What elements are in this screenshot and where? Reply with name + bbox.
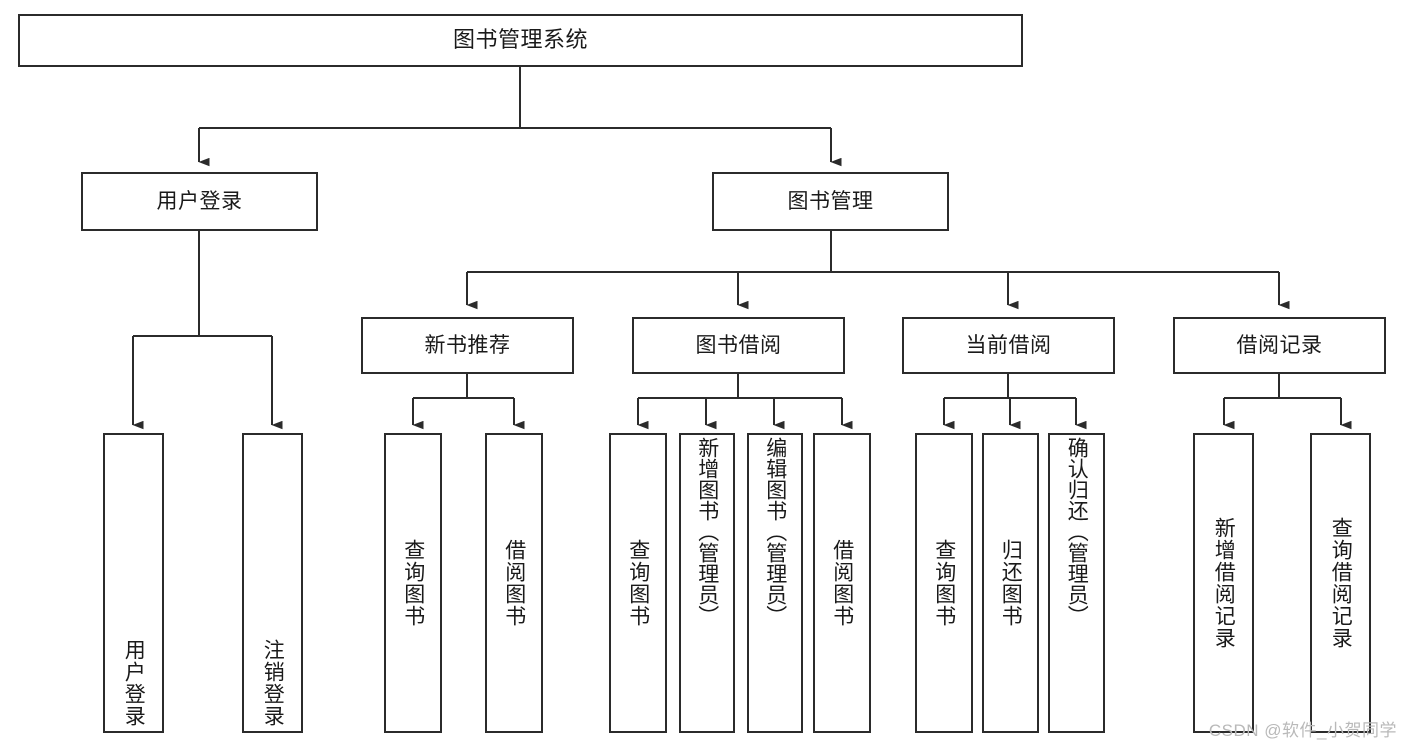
node-book-borrow[interactable]: 图书借阅 [632,317,845,374]
node-user-login-label: 用户登录 [156,189,243,213]
watermark: CSDN @软件_小贺同学 [1208,721,1397,740]
leaf-query-book-2-label: 查询图书 [626,539,650,627]
leaf-query-book-1[interactable]: 查询图书 [384,433,442,733]
node-new-book-recommend[interactable]: 新书推荐 [361,317,574,374]
leaf-borrow-book-1-label: 借阅图书 [502,539,526,627]
leaf-edit-book[interactable]: 编辑图书（管理员） [747,433,803,733]
node-borrow-record-label: 借阅记录 [1236,333,1323,357]
node-root-label: 图书管理系统 [452,27,588,53]
leaf-user-login[interactable]: 用户登录 [103,433,164,733]
leaf-query-book-1-label: 查询图书 [401,539,425,627]
leaf-add-record-label: 新增借阅记录 [1212,517,1236,649]
leaf-add-book[interactable]: 新增图书（管理员） [679,433,735,733]
node-book-management[interactable]: 图书管理 [712,172,949,231]
leaf-return-book[interactable]: 归还图书 [982,433,1039,733]
leaf-logout-login-label: 注销登录 [261,639,285,727]
node-new-book-recommend-label: 新书推荐 [424,333,511,357]
leaf-query-book-2[interactable]: 查询图书 [609,433,667,733]
leaf-confirm-return-label: 确认归还（管理员） [1065,437,1089,626]
leaf-return-book-label: 归还图书 [999,539,1023,627]
node-root[interactable]: 图书管理系统 [18,14,1023,67]
node-current-borrow[interactable]: 当前借阅 [902,317,1115,374]
leaf-query-record[interactable]: 查询借阅记录 [1310,433,1371,733]
leaf-add-book-label: 新增图书（管理员） [695,437,719,626]
leaf-logout-login[interactable]: 注销登录 [242,433,303,733]
node-current-borrow-label: 当前借阅 [965,333,1052,357]
node-user-login[interactable]: 用户登录 [81,172,318,231]
node-book-borrow-label: 图书借阅 [695,333,782,357]
leaf-borrow-book-2[interactable]: 借阅图书 [813,433,871,733]
leaf-borrow-book-1[interactable]: 借阅图书 [485,433,543,733]
leaf-query-record-label: 查询借阅记录 [1329,517,1353,649]
leaf-user-login-label: 用户登录 [122,639,146,727]
leaf-borrow-book-2-label: 借阅图书 [830,539,854,627]
leaf-query-book-3-label: 查询图书 [932,539,956,627]
leaf-add-record[interactable]: 新增借阅记录 [1193,433,1254,733]
leaf-edit-book-label: 编辑图书（管理员） [763,437,787,626]
leaf-query-book-3[interactable]: 查询图书 [915,433,973,733]
leaf-confirm-return[interactable]: 确认归还（管理员） [1048,433,1105,733]
node-borrow-record[interactable]: 借阅记录 [1173,317,1386,374]
node-book-management-label: 图书管理 [787,189,874,213]
